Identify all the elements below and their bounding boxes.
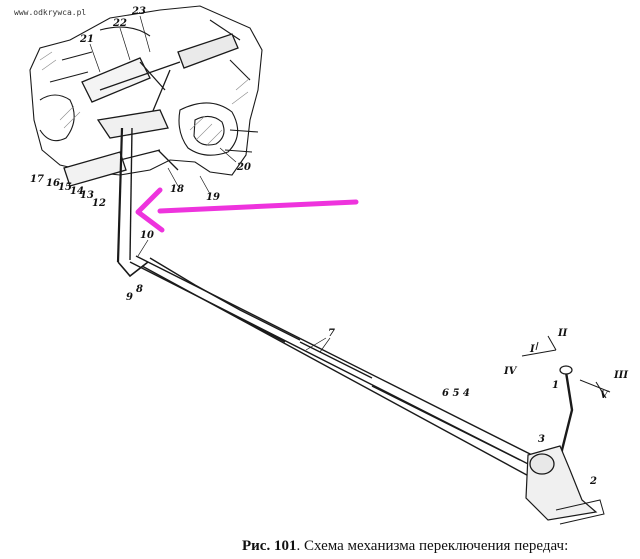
caption-text: . Схема механизма переключения передач:: [296, 538, 569, 554]
label-19: 19: [206, 192, 220, 203]
label-20: 20: [236, 162, 251, 173]
label-18: 18: [170, 184, 184, 195]
label-8: 8: [136, 284, 143, 295]
vertical-rod: [116, 127, 149, 278]
label-V: V: [600, 390, 609, 401]
label-22: 22: [112, 18, 127, 29]
leader-lines: [89, 15, 331, 353]
label-15: 15: [58, 182, 72, 193]
engine-block: [29, 5, 263, 176]
caption-fig-number: Рис. 101: [242, 538, 297, 554]
highlight-arrow: [135, 187, 359, 233]
label-II: II: [557, 328, 568, 339]
upper-cylinders: [81, 33, 239, 139]
label-13: 13: [80, 190, 94, 201]
part-labels: 21 22 23 20 17 16 15 14 13 12 18 19 10 9…: [30, 6, 628, 487]
label-2: 2: [589, 476, 597, 487]
label-23: 23: [131, 6, 146, 17]
label-7: 7: [328, 328, 335, 339]
label-17: 17: [30, 174, 44, 185]
shift-pattern: [521, 335, 611, 399]
label-IV: IV: [503, 366, 518, 377]
watermark: www.odkrywca.pl: [14, 8, 87, 17]
lower-cylinder: [63, 149, 179, 187]
label-14: 14: [70, 186, 84, 197]
label-10: 10: [140, 230, 154, 241]
label-12: 12: [92, 198, 106, 209]
label-III: III: [613, 370, 628, 381]
gear-lever: [525, 365, 605, 525]
label-3: 3: [538, 434, 545, 445]
label-9: 9: [126, 292, 133, 303]
label-654: 6 5 4: [442, 388, 470, 399]
figure-caption: Рис. 101. Схема механизма переключения п…: [242, 538, 568, 555]
engine-hatching: [39, 51, 251, 147]
linkage-tubes: [129, 255, 547, 481]
label-I: I: [529, 344, 535, 355]
label-21: 21: [79, 34, 94, 45]
label-1: 1: [552, 380, 559, 391]
label-16: 16: [46, 178, 60, 189]
